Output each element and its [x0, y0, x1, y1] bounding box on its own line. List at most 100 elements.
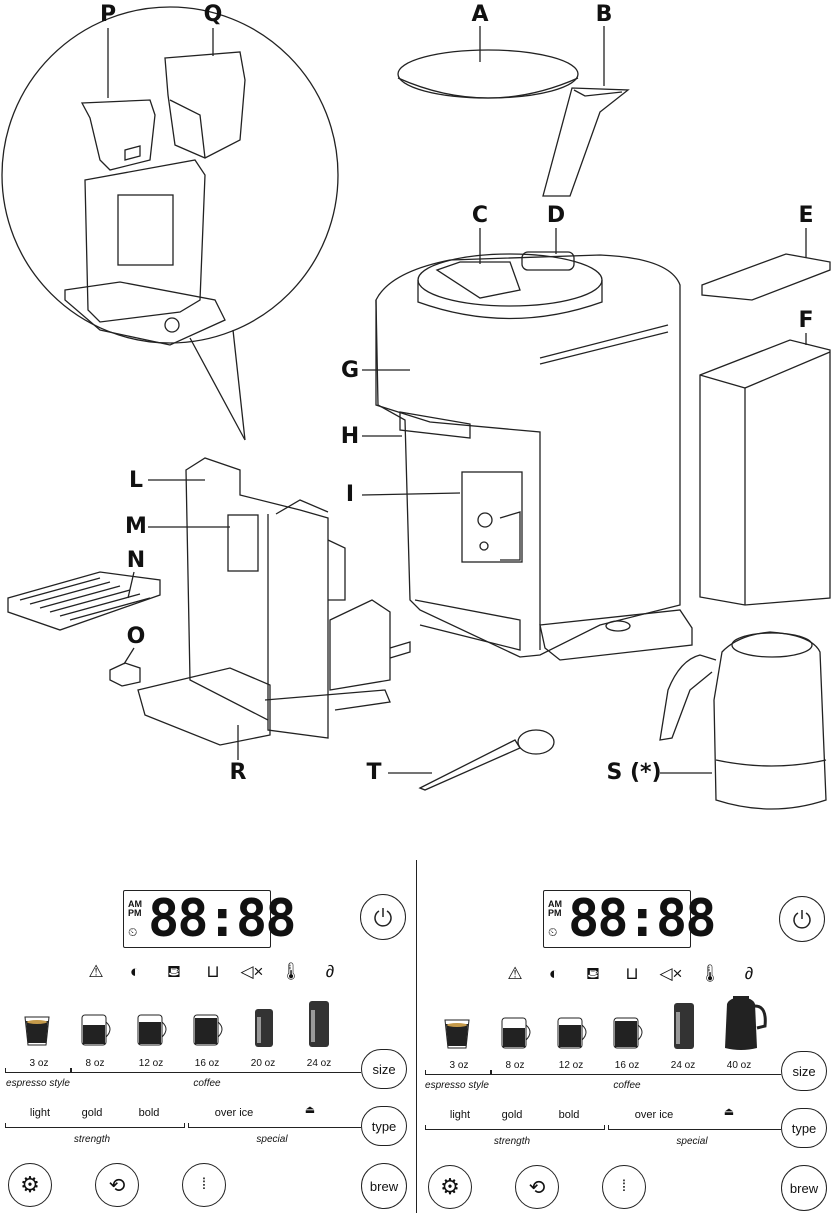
kettle-icon: ⛾ — [586, 964, 600, 983]
espresso-style-label: espresso style — [6, 1078, 70, 1089]
callout-s: S (*) — [606, 760, 662, 785]
mug-16oz-icon — [613, 1017, 643, 1049]
size-16oz: 16 oz — [194, 1058, 220, 1069]
strength-bold[interactable]: bold — [138, 1107, 160, 1119]
size-button[interactable]: size — [361, 1049, 407, 1089]
callout-a: A — [471, 2, 489, 27]
mug-12oz-icon — [557, 1017, 587, 1049]
size-20oz: 20 oz — [250, 1058, 276, 1069]
carafe-40oz-icon — [725, 996, 767, 1050]
strength-light[interactable]: light — [449, 1109, 471, 1121]
callout-q: Q — [203, 2, 223, 27]
callout-r: R — [229, 760, 247, 785]
coffee-label: coffee — [613, 1080, 641, 1091]
size-24oz: 24 oz — [670, 1060, 696, 1071]
callout-i: I — [345, 482, 355, 507]
special-bracket — [188, 1123, 361, 1128]
timer-icon: ⏲ — [128, 925, 138, 939]
scoop-icon[interactable]: ⏏ — [304, 1104, 316, 1116]
size-button[interactable]: size — [781, 1051, 827, 1091]
leader-n — [127, 571, 135, 599]
grind-button[interactable]: ⁞ — [602, 1165, 646, 1209]
special-over-ice[interactable]: over ice — [634, 1109, 674, 1121]
size-3oz: 3 oz — [449, 1060, 469, 1071]
magnifier-pointer — [189, 329, 246, 441]
settings-button[interactable]: ⚙ — [8, 1163, 52, 1207]
callout-h: H — [340, 424, 360, 449]
strength-bracket — [425, 1125, 605, 1130]
am-indicator: AM — [128, 899, 142, 909]
travel-mug-24oz-icon — [674, 1003, 694, 1049]
pm-indicator: PM — [548, 908, 562, 918]
leader-o — [123, 647, 135, 665]
callout-m: M — [125, 514, 147, 539]
brew-button[interactable]: brew — [781, 1165, 827, 1211]
brew-chamber — [84, 159, 206, 323]
rinse-button[interactable]: ⟲ — [95, 1163, 139, 1207]
descale-icon: ◐ — [548, 964, 560, 983]
drip-tray-base — [137, 667, 271, 746]
type-button[interactable]: type — [781, 1108, 827, 1148]
strength-gold[interactable]: gold — [81, 1107, 103, 1119]
am-indicator: AM — [548, 899, 562, 909]
exploded-diagram — [1, 6, 831, 810]
cycle-icon: ⟲ — [108, 1174, 126, 1197]
time-digits: 88:88 — [568, 889, 717, 949]
callout-b: B — [595, 2, 613, 27]
power-icon — [793, 910, 811, 929]
type-button[interactable]: type — [361, 1106, 407, 1146]
water-level-icon: ⊔ — [206, 962, 220, 981]
brew-button[interactable]: brew — [361, 1163, 407, 1209]
strength-bold[interactable]: bold — [558, 1109, 580, 1121]
descale-icon: ◐ — [129, 962, 141, 981]
detail-magnifier — [1, 6, 339, 344]
coffee-bracket — [71, 1068, 361, 1073]
pm-indicator: PM — [128, 908, 142, 918]
callout-t: T — [366, 760, 382, 785]
settings-button[interactable]: ⚙ — [428, 1165, 472, 1209]
reservoir-lid-a — [397, 49, 579, 99]
kettle-icon: ⛾ — [167, 962, 181, 981]
mug-8oz-icon — [81, 1014, 111, 1046]
espresso-bracket — [425, 1070, 491, 1075]
scoop-icon[interactable]: ⏏ — [723, 1106, 735, 1118]
thermal-carafe-s — [713, 631, 827, 810]
callout-c: C — [471, 203, 489, 228]
body-drip-plate — [539, 609, 693, 661]
size-12oz: 12 oz — [558, 1060, 584, 1071]
espresso-bracket — [5, 1068, 71, 1073]
mug-8oz-icon — [501, 1017, 531, 1049]
coffee-label: coffee — [193, 1078, 221, 1089]
grinder-i — [461, 471, 523, 563]
reservoir-cover-e — [701, 253, 831, 301]
special-over-ice[interactable]: over ice — [214, 1107, 254, 1119]
capsule-bin-m — [227, 514, 259, 572]
funnel-b — [542, 87, 630, 197]
warning-icon: ⚠ — [88, 962, 104, 981]
panel-divider — [416, 860, 417, 1213]
grind-icon: ⁞ — [621, 1178, 627, 1195]
grind-button[interactable]: ⁞ — [182, 1163, 226, 1207]
water-reservoir-f — [699, 339, 831, 606]
rinse-button[interactable]: ⟲ — [515, 1165, 559, 1209]
power-button[interactable] — [779, 896, 825, 942]
power-icon — [374, 908, 392, 927]
callout-e: E — [798, 203, 814, 228]
special-label: special — [256, 1134, 288, 1145]
pod-holder-p — [80, 99, 156, 171]
strength-gold[interactable]: gold — [501, 1109, 523, 1121]
mute-icon: ◁× — [659, 964, 683, 983]
grind-icon: ⁞ — [201, 1176, 207, 1193]
gear-icon: ⚙ — [20, 1172, 40, 1197]
strength-light[interactable]: light — [29, 1107, 51, 1119]
power-button[interactable] — [360, 894, 406, 940]
callout-g: G — [340, 358, 360, 383]
special-bracket — [608, 1125, 781, 1130]
travel-mug-20oz-icon — [255, 1009, 273, 1047]
warning-icon: ⚠ — [507, 964, 523, 983]
time-digits: 88:88 — [148, 889, 297, 949]
espresso-cup-icon — [24, 1016, 50, 1046]
